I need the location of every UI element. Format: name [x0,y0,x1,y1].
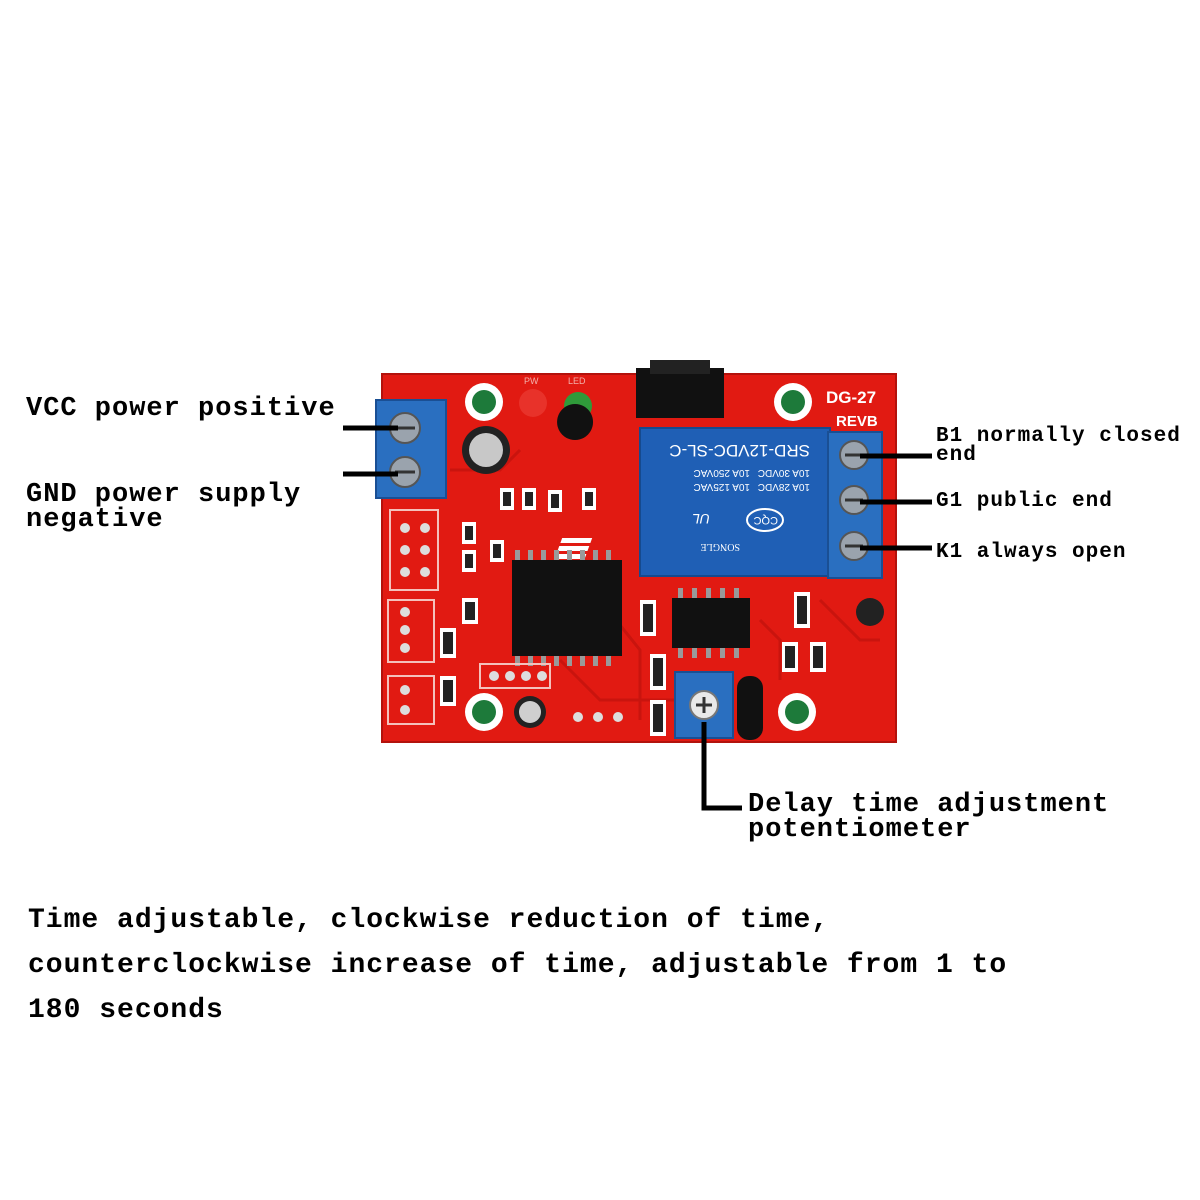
driver-ic [672,588,750,658]
relay-rating-3: 10A 30VDC [758,467,810,478]
label-vcc: VCC power positive [26,394,336,424]
power-terminal-block [375,399,447,499]
smd-components [440,488,826,736]
label-b1-line2: end [936,444,977,467]
relay-model: SRD-12VDC-SL-C [669,441,810,460]
crystal [737,676,763,740]
relay-rating-4: 10A 28VDC [758,481,810,492]
label-g1: G1 public end [936,490,1113,513]
cert-mark-ul: UL [692,511,710,527]
transistor [557,404,594,440]
led-label-led: LED [568,376,586,386]
label-delay-line1: Delay time adjustment [748,790,1110,820]
relay: SRD-12VDC-SL-C 10A 250VAC 10A 125VAC 10A… [554,427,831,577]
potentiometer [674,671,734,739]
cert-mark-cqc: CQC [754,514,779,526]
led-label-pw: PW [524,376,539,386]
mounting-holes [465,383,816,731]
leader-lines [343,425,932,811]
power-led [519,389,547,417]
board-model: DG-27 [826,388,876,407]
relay-rating-2: 10A 125VAC [693,481,750,492]
relay-rating-1: 10A 250VAC [693,467,750,478]
pin-headers [387,509,623,725]
caption-line-1: Time adjustable, clockwise reduction of … [28,905,830,936]
voltage-regulator [636,368,724,418]
description-caption: Time adjustable, clockwise reduction of … [28,898,1178,1033]
cqc-mark [746,508,784,532]
relay-brand: SONGLE [701,541,740,552]
label-gnd-line2: negative [26,505,164,535]
label-k1: K1 always open [936,541,1127,564]
caption-line-3: 180 seconds [28,995,224,1026]
label-delay-line2: potentiometer [748,815,972,845]
small-transistor [856,598,884,626]
label-b1-line1: B1 normally closed [936,425,1181,448]
label-gnd-line1: GND power supply [26,480,302,510]
main-ic [512,550,622,666]
board-revision: REVB [836,413,878,430]
caption-line-2: counterclockwise increase of time, adjus… [28,950,1008,981]
